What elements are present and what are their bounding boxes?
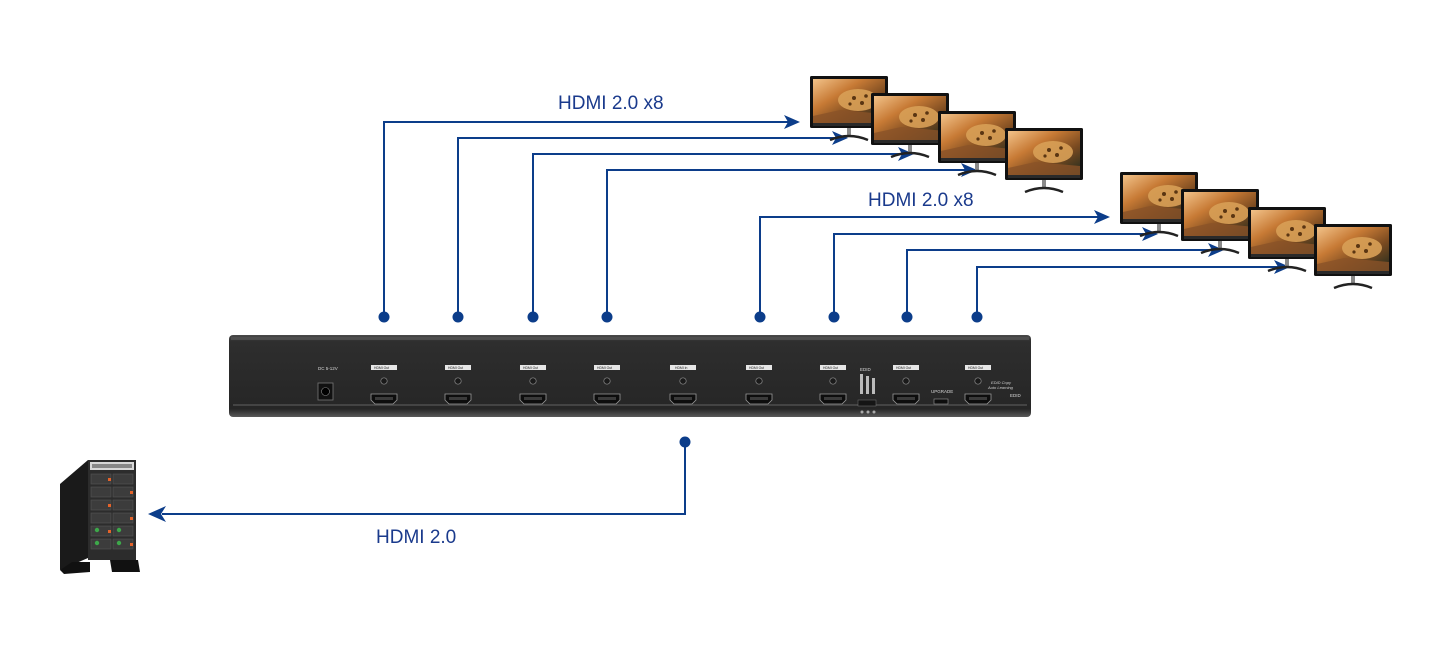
hdmi-port-icon bbox=[892, 393, 920, 405]
top-output-lines bbox=[383, 121, 965, 316]
source-label: HDMI 2.0 bbox=[376, 527, 456, 548]
edid-label: EDID bbox=[860, 367, 872, 372]
edid-copy-label: EDID Copy bbox=[991, 380, 1012, 385]
port-label: HDMI Out bbox=[597, 366, 612, 370]
port-label: HDMI Out bbox=[823, 366, 838, 370]
hdmi-port-icon bbox=[593, 393, 621, 405]
tower-server-icon bbox=[60, 460, 140, 574]
edid-mark: EDID bbox=[1010, 393, 1022, 398]
port-label: HDMI Out bbox=[896, 366, 911, 370]
upgrade-port: UPGRADE bbox=[931, 389, 953, 405]
hdmi-port-icon bbox=[819, 393, 847, 405]
hdmi-port-icon bbox=[519, 393, 547, 405]
edid-switch-panel: EDID bbox=[857, 367, 877, 414]
port-label: HDMI Out bbox=[523, 366, 538, 370]
hdmi-connectors bbox=[370, 393, 992, 405]
monitor-icon bbox=[869, 91, 951, 159]
top-group-label: HDMI 2.0 x8 bbox=[558, 93, 664, 114]
right-monitor-group bbox=[1118, 170, 1394, 290]
arrow-head-icon bbox=[784, 115, 800, 129]
auto-learning-label: Auto Learning bbox=[987, 385, 1014, 390]
hdmi-port-icon bbox=[370, 393, 398, 405]
monitor-icon bbox=[936, 109, 1018, 177]
port-connection-dots bbox=[378, 311, 983, 448]
right-output-lines bbox=[759, 216, 1278, 316]
top-monitor-group bbox=[808, 74, 1085, 194]
arrow-head-icon bbox=[1094, 210, 1110, 224]
dc-label: DC 5-12V bbox=[318, 366, 338, 371]
dc-power-jack: DC 5-12V bbox=[317, 366, 338, 401]
port-label: HDMI Out bbox=[448, 366, 463, 370]
hdmi-splitter-device: DC 5-12V HDMI Out HDMI Out HDMI Out HDMI… bbox=[229, 335, 1031, 417]
port-label: HDMI Out bbox=[749, 366, 764, 370]
port-label: HDMI Out bbox=[374, 366, 389, 370]
port-label: HDMI Out bbox=[968, 366, 983, 370]
monitor-icon bbox=[1312, 222, 1394, 290]
hdmi-port-icon bbox=[669, 393, 697, 405]
port-leds bbox=[380, 377, 982, 385]
monitor-icon bbox=[1003, 126, 1085, 194]
port-label: HDMI In bbox=[675, 366, 688, 370]
hdmi-port-icon bbox=[964, 393, 992, 405]
hdmi-port-icon bbox=[745, 393, 773, 405]
arrow-head-icon bbox=[148, 506, 166, 522]
right-group-label: HDMI 2.0 x8 bbox=[868, 190, 974, 211]
hdmi-port-icon bbox=[444, 393, 472, 405]
source-line bbox=[148, 442, 686, 522]
upgrade-label: UPGRADE bbox=[931, 389, 953, 394]
port-label-strips bbox=[371, 365, 991, 370]
monitor-icon bbox=[1179, 187, 1261, 255]
